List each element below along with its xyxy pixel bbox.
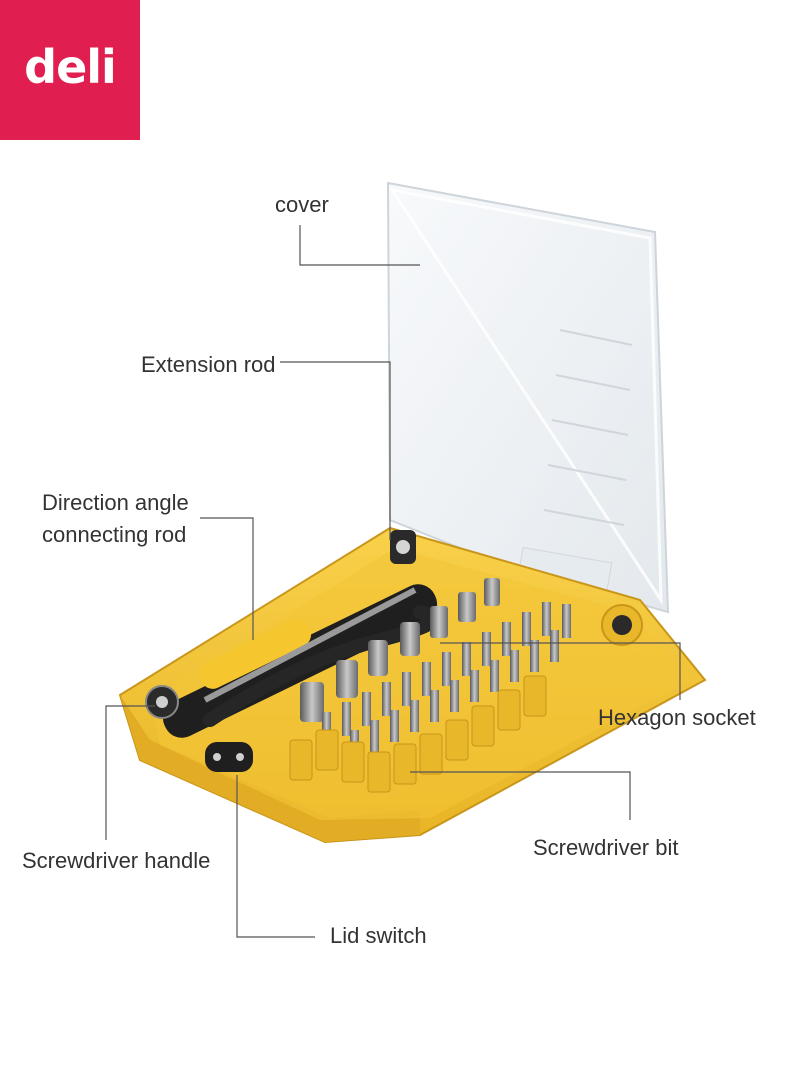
hexagon-sockets — [300, 578, 500, 722]
brand-logo: deli — [0, 0, 140, 140]
label-hexagon-socket: Hexagon socket — [598, 705, 756, 730]
screwdriver-bits — [289, 602, 571, 793]
leader-extension-rod — [280, 361, 391, 540]
leader-screwdriver-handle — [105, 705, 155, 840]
leader-direction-angle — [200, 517, 254, 640]
leader-hexagon-socket — [440, 642, 681, 700]
lid-switch — [205, 742, 253, 772]
leader-lines — [105, 225, 681, 938]
brand-logo-text: deli — [24, 40, 117, 94]
label-direction-angle-line2: connecting rod — [42, 522, 187, 547]
label-screwdriver-handle: Screwdriver handle — [22, 848, 211, 873]
tool-case — [118, 526, 707, 844]
label-lid-switch: Lid switch — [330, 923, 427, 948]
cover-lid — [386, 181, 670, 614]
leader-cover — [299, 225, 420, 266]
label-cover: cover — [275, 192, 329, 217]
leader-screwdriver-bit — [410, 771, 631, 820]
label-screwdriver-bit: Screwdriver bit — [533, 835, 679, 860]
extension-rod — [203, 530, 417, 703]
label-extension-rod: Extension rod — [141, 352, 276, 377]
leader-lid-switch — [236, 775, 315, 938]
label-direction-angle-line1: Direction angle — [42, 490, 189, 515]
